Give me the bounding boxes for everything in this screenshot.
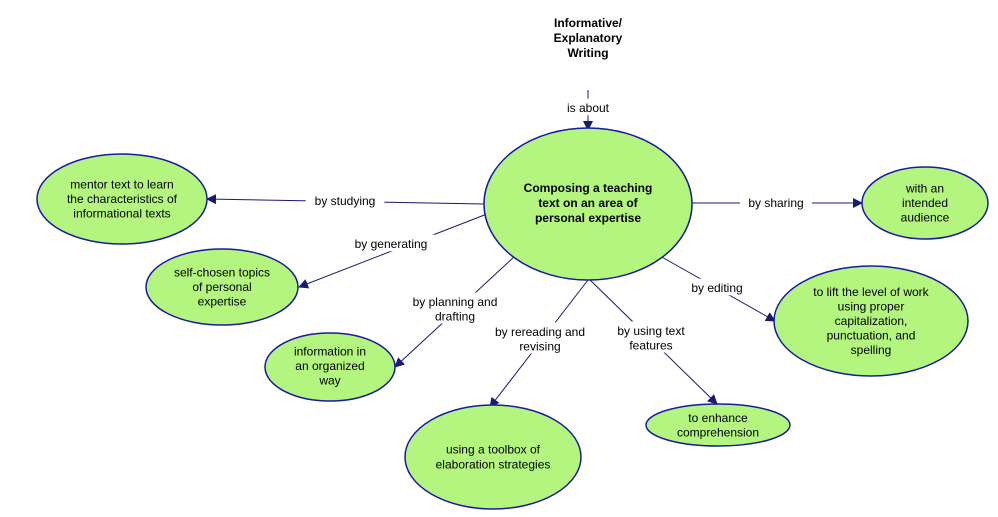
node-lift-label-line: punctuation, and	[827, 329, 916, 343]
node-lift-level[interactable]	[773, 265, 969, 377]
node-lift-label-line: spelling	[851, 343, 892, 357]
label-by-sharing: by sharing	[740, 193, 812, 211]
label-by-studying-line: by studying	[315, 194, 376, 208]
label-by-planning-line: by planning and	[413, 295, 498, 309]
node-toolbox-label-line: elaboration strategies	[436, 458, 551, 472]
node-self-chosen-label-line: of personal	[192, 280, 251, 294]
node-lift-label-line: using proper	[838, 300, 905, 314]
node-enhance-label-line: to enhance	[688, 411, 748, 425]
label-by-using-text-line: features	[629, 338, 672, 352]
label-by-sharing-line: by sharing	[748, 196, 803, 210]
label-by-editing-bg	[681, 278, 753, 296]
label-by-rereading-bg	[484, 322, 596, 354]
node-toolbox-label-line: using a toolbox of	[446, 443, 541, 457]
label-by-planning-line: drafting	[435, 309, 475, 323]
label-is-about-bg	[558, 98, 618, 116]
node-self-chosen-label-line: self-chosen topics	[174, 266, 270, 280]
label-by-generating-line: by generating	[355, 237, 428, 251]
node-information-organized[interactable]	[264, 332, 396, 402]
node-toolbox[interactable]	[404, 404, 582, 510]
node-enhance-label-line: comprehension	[677, 425, 759, 439]
nodes	[36, 127, 989, 510]
label-by-using-text-line: by using text	[617, 324, 685, 338]
node-mentor-text[interactable]	[36, 153, 208, 245]
root-title-line: Informative/	[554, 16, 623, 30]
node-information-organized-label-line: an organized	[295, 359, 364, 373]
node-lift-label-line: to lift the level of work	[813, 285, 929, 299]
label-by-sharing-bg	[740, 193, 812, 211]
center-node[interactable]	[483, 127, 693, 281]
node-audience-label-line: intended	[902, 196, 948, 210]
center-node-text-line: personal expertise	[535, 211, 641, 225]
label-by-studying: by studying	[305, 191, 385, 209]
node-enhance-comprehension[interactable]	[645, 403, 791, 447]
node-intended-audience[interactable]	[861, 166, 989, 240]
node-self-chosen-label-line: expertise	[198, 295, 247, 309]
center-node-text-line: Composing a teaching	[524, 181, 653, 195]
node-mentor-text-label-line: informational texts	[73, 207, 170, 221]
node-information-organized-label-line: way	[318, 374, 340, 388]
label-is-about-line: is about	[567, 101, 610, 115]
label-is-about: is about	[558, 98, 618, 116]
label-by-rereading-line: by rereading and	[495, 325, 585, 339]
node-mentor-text-label-line: the characteristics of	[67, 192, 178, 206]
label-by-planning-bg	[402, 292, 508, 324]
node-audience-label-line: audience	[901, 211, 950, 225]
node-lift-label-line: capitalization,	[835, 314, 908, 328]
label-by-studying-bg	[305, 191, 385, 209]
label-by-generating: by generating	[345, 234, 437, 252]
root-title-line: Writing	[567, 46, 608, 60]
label-by-using-text-bg	[605, 321, 697, 353]
label-by-rereading-line: revising	[519, 339, 560, 353]
label-by-editing: by editing	[681, 278, 753, 296]
center-node-text-line: text on an area of	[538, 196, 638, 210]
text-layer: Informative/ExplanatoryWritingComposing …	[67, 16, 950, 472]
node-mentor-text-label-line: mentor text to learn	[70, 178, 173, 192]
node-audience-label-line: with an	[905, 182, 944, 196]
node-self-chosen-topics[interactable]	[145, 248, 299, 326]
root-title-line: Explanatory	[554, 31, 623, 45]
label-by-generating-bg	[345, 234, 437, 252]
node-information-organized-label-line: information in	[294, 345, 366, 359]
label-by-editing-line: by editing	[691, 281, 742, 295]
